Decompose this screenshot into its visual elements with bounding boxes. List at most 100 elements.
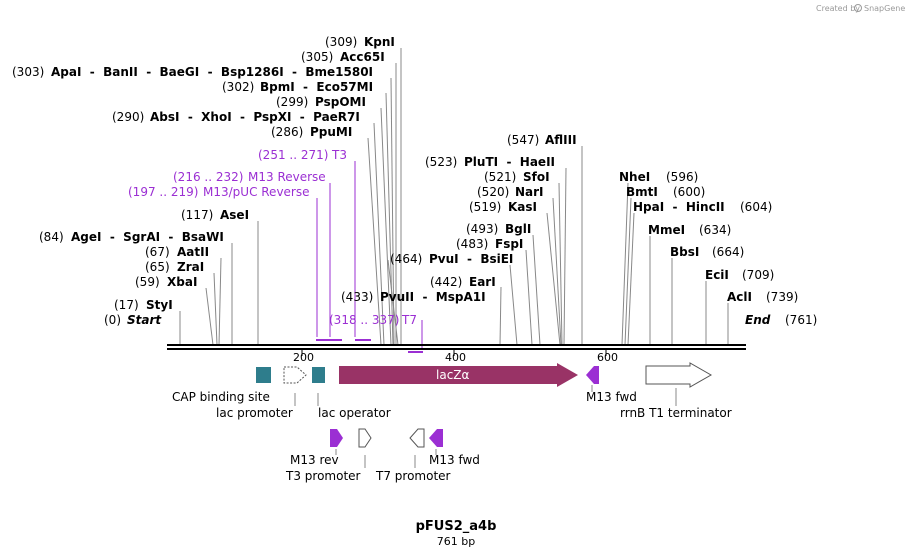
enzyme-name: MmeI [648, 223, 685, 237]
enzyme-labels-mid: (547) AflIII (523) PluTI - HaeII (521) S… [390, 133, 577, 289]
enzyme-name: KasI [508, 200, 537, 214]
enzyme-name: KpnI [364, 35, 395, 49]
enzyme-name: AgeI - SgrAI - BsaWI [71, 230, 224, 244]
t7-promoter-feature [409, 428, 425, 448]
primer-name: T7 [401, 313, 417, 327]
primer-labels: (251 .. 271) T3 (216 .. 232) M13 Reverse… [128, 148, 417, 327]
lac-promoter-label: lac promoter [216, 406, 293, 420]
map-length: 761 bp [437, 535, 475, 548]
credit-text: Created by [816, 4, 860, 13]
enzyme-name: AflIII [545, 133, 577, 147]
primer-range: (318 .. 337) [329, 313, 399, 327]
primer-range: (251 .. 271) [258, 148, 328, 162]
start-label: Start [127, 313, 162, 327]
lacz-label: lacZα [436, 368, 470, 382]
enzyme-name: AbsI - XhoI - PspXI - PaeR7I [150, 110, 360, 124]
lacz-feature [339, 363, 578, 387]
enzyme-pos: (709) [742, 268, 774, 282]
enzyme-name: StyI [146, 298, 173, 312]
enzyme-pos: (523) [425, 155, 457, 169]
enzyme-pos: (17) [114, 298, 139, 312]
enzyme-pos: (442) [430, 275, 462, 289]
cap-binding-site-label: CAP binding site [172, 390, 270, 404]
rrnb-terminator-feature [645, 362, 713, 388]
enzyme-name: BbsI [670, 245, 699, 259]
feature-labels-row2: M13 rev T3 promoter T7 promoter M13 fwd [285, 453, 480, 483]
enzyme-name: FspI [495, 237, 523, 251]
feature-labels-row1: CAP binding site lac promoter lac operat… [172, 390, 732, 420]
t3-promoter-label: T3 promoter [285, 469, 361, 483]
t7-promoter-label: T7 promoter [375, 469, 451, 483]
m13-rev-label: M13 rev [290, 453, 339, 467]
enzyme-name: NheI [619, 170, 650, 184]
enzyme-labels-left: (309) KpnI (305) Acc65I (303) ApaI - Ban… [12, 35, 486, 312]
enzyme-pos: (286) [271, 125, 303, 139]
enzyme-name: Acc65I [340, 50, 385, 64]
primer-name: M13 Reverse [248, 170, 326, 184]
enzyme-name: HpaI - HincII [633, 200, 725, 214]
lac-operator-feature [312, 367, 325, 383]
enzyme-leader-lines [179, 48, 729, 346]
map-title: pFUS2_a4b [416, 519, 497, 534]
enzyme-pos: (303) [12, 65, 44, 79]
enzyme-pos: (483) [456, 237, 488, 251]
enzyme-name: PvuI - BsiEI [429, 252, 513, 266]
lac-operator-label: lac operator [318, 406, 391, 420]
enzyme-pos: (664) [712, 245, 744, 259]
enzyme-name: XbaI [167, 275, 197, 289]
m13-fwd-upper-feature [586, 366, 599, 384]
primer-name: M13/pUC Reverse [203, 185, 310, 199]
enzyme-name: ApaI - BanII - BaeGI - Bsp1286I - Bme158… [51, 65, 373, 79]
enzyme-pos: (433) [341, 290, 373, 304]
credit-brand: SnapGene [864, 4, 905, 13]
end-pos: (761) [785, 313, 817, 327]
enzyme-pos: (600) [673, 185, 705, 199]
enzyme-name: PluTI - HaeII [464, 155, 555, 169]
enzyme-name: EciI [705, 268, 729, 282]
tick-label: 400 [445, 351, 466, 364]
enzyme-pos: (493) [466, 222, 498, 236]
tick-label: 600 [597, 351, 618, 364]
primer-bars [316, 339, 423, 353]
enzyme-pos: (59) [135, 275, 160, 289]
m13-fwd-lower-label: M13 fwd [429, 453, 480, 467]
enzyme-pos: (464) [390, 252, 422, 266]
start-pos: (0) [104, 313, 121, 327]
rrnb-terminator-label: rrnB T1 terminator [620, 406, 732, 420]
enzyme-name: NarI [515, 185, 544, 199]
cap-binding-site-feature [256, 367, 271, 383]
enzyme-name: EarI [469, 275, 496, 289]
enzyme-pos: (519) [469, 200, 501, 214]
lac-promoter-feature [283, 366, 307, 384]
enzyme-name: AseI [220, 208, 249, 222]
enzyme-name: PvuII - MspA1I [380, 290, 486, 304]
ruler-ticks: 200 400 600 [293, 351, 618, 364]
enzyme-pos: (84) [39, 230, 64, 244]
enzyme-pos: (604) [740, 200, 772, 214]
m13-fwd-upper-label: M13 fwd [586, 390, 637, 404]
enzyme-pos: (521) [484, 170, 516, 184]
primer-lines [316, 161, 423, 349]
enzyme-pos: (290) [112, 110, 144, 124]
enzyme-name: ZraI [177, 260, 204, 274]
enzyme-pos: (547) [507, 133, 539, 147]
enzyme-pos: (520) [477, 185, 509, 199]
enzyme-name: PpuMI [310, 125, 352, 139]
enzyme-pos: (302) [222, 80, 254, 94]
enzyme-name: BmtI [626, 185, 658, 199]
enzyme-name: SfoI [523, 170, 550, 184]
enzyme-pos: (634) [699, 223, 731, 237]
m13-rev-feature [330, 429, 343, 447]
primer-range: (197 .. 219) [128, 185, 198, 199]
end-label: End [745, 313, 771, 327]
primer-range: (216 .. 232) [173, 170, 243, 184]
enzyme-name: AatII [177, 245, 209, 259]
m13-fwd-lower-feature [429, 429, 443, 447]
enzyme-labels-right: NheI (596) BmtI (600) HpaI - HincII (604… [619, 170, 798, 304]
snapgene-logo-icon [854, 4, 862, 12]
enzyme-pos: (596) [666, 170, 698, 184]
enzyme-pos: (299) [276, 95, 308, 109]
t3-promoter-feature [358, 428, 372, 448]
enzyme-pos: (65) [145, 260, 170, 274]
